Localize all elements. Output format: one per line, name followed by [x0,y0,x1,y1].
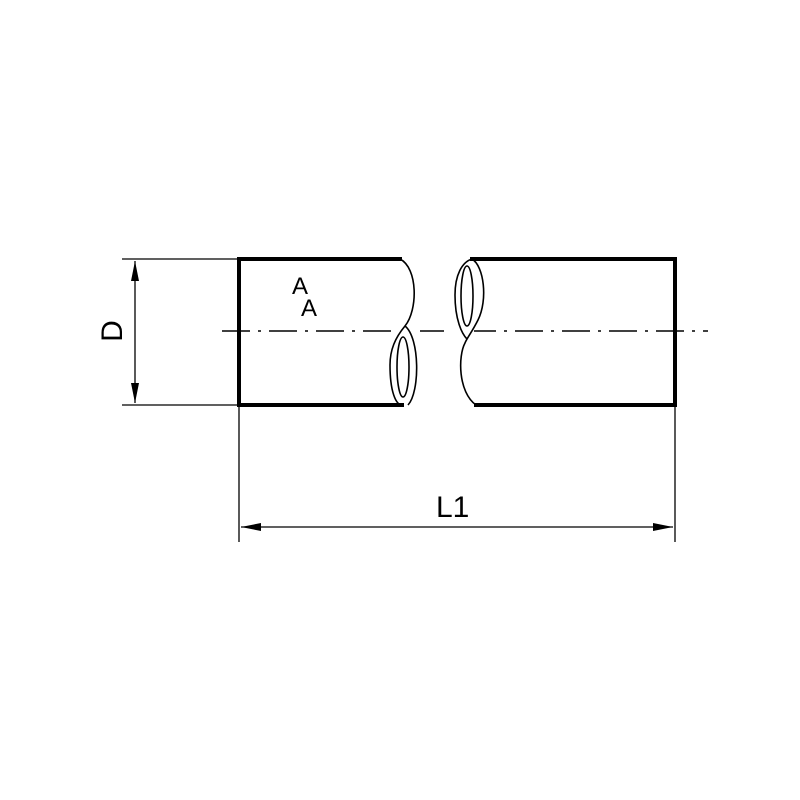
marker-label-top: A [292,273,309,300]
pipe-right-segment [470,257,677,407]
dimension-diameter [122,258,237,406]
length-label: L1 [436,491,470,524]
dimension-length [238,407,676,542]
arrow-left-icon [241,523,261,531]
arrow-right-icon [653,523,673,531]
pipe-break-left-icon [389,258,418,406]
arrow-up-icon [131,261,139,281]
pipe-break-right-icon [454,258,485,406]
arrow-down-icon [131,383,139,403]
diameter-label: D [96,320,129,342]
marker-label-bottom: A [301,295,318,322]
pipe-left-segment [237,257,404,407]
